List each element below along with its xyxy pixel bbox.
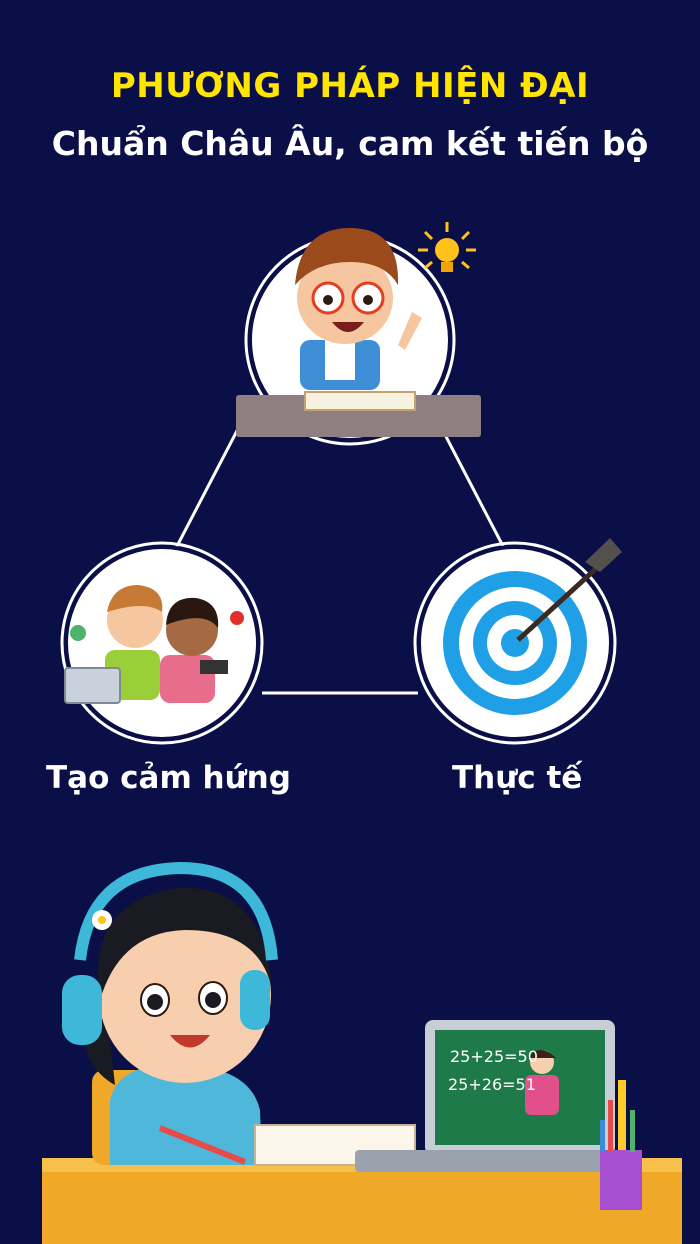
triangle-connectors [173,424,507,695]
student-boy-illustration [236,228,481,437]
target-icon [443,538,622,715]
board-equation-1: 25+25=50 [450,1047,538,1066]
online-class-illustration [42,861,682,1244]
board-equation-2: 25+26=51 [448,1075,536,1094]
label-inspiration: Tạo cảm hứng [46,760,291,796]
page-title: PHƯƠNG PHÁP HIỆN ĐẠI [110,66,590,106]
label-practical: Thực tế [452,760,583,796]
page-subtitle: Chuẩn Châu Âu, cam kết tiến bộ [51,124,649,163]
inspiration-circle [60,541,264,745]
lightbulb-icon [418,222,476,272]
kids-learning-illustration [64,585,244,704]
